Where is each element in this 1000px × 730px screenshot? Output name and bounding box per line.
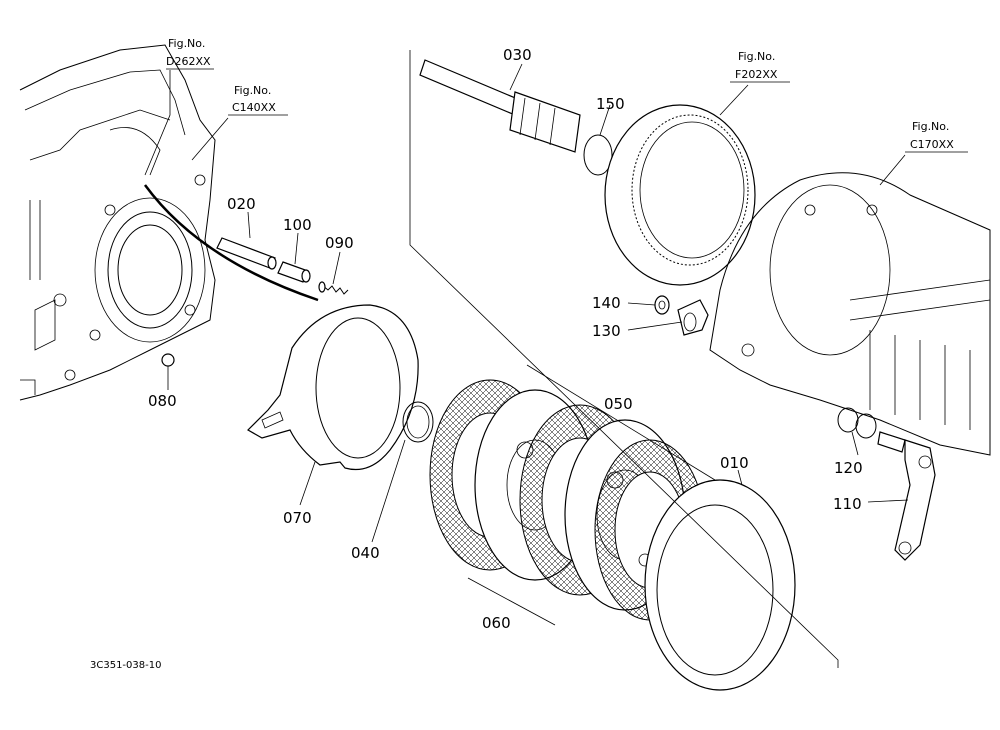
fig-ref-code: C170XX [910, 138, 954, 151]
part-label-110: 110 [833, 495, 862, 513]
part-label-090: 090 [325, 234, 354, 252]
front-housing [709, 172, 991, 456]
part-020 [216, 237, 277, 270]
part-label-010: 010 [720, 454, 749, 472]
bracket-050 [526, 364, 716, 481]
fig-ref-code: F202XX [735, 68, 778, 81]
part-120 [837, 407, 877, 439]
transmission-case [19, 44, 216, 401]
part-label-120: 120 [834, 459, 863, 477]
part-label-070: 070 [283, 509, 312, 527]
part-150 [583, 134, 613, 176]
part-label-030: 030 [503, 46, 532, 64]
oil-pipe [143, 184, 319, 302]
fig-ref-c140xx: Fig.No. C140XX [228, 84, 288, 116]
part-080 [161, 353, 175, 367]
part-030 [419, 59, 581, 153]
fig-ref-label: Fig.No. [234, 84, 271, 97]
part-140 [654, 295, 670, 315]
fig-ref-code: D262XX [166, 55, 211, 68]
part-label-020: 020 [227, 195, 256, 213]
part-label-060: 060 [482, 614, 511, 632]
part-110 [877, 431, 936, 561]
part-010 [644, 479, 796, 691]
fig-ref-f202xx: Fig.No. F202XX [730, 50, 790, 83]
part-label-100: 100 [283, 216, 312, 234]
part-label-130: 130 [592, 322, 621, 340]
part-label-040: 040 [351, 544, 380, 562]
fig-ref-code: C140XX [232, 101, 276, 114]
group-bracket [409, 50, 839, 668]
part-label-080: 080 [148, 392, 177, 410]
fig-ref-d262xx: Fig.No. D262XX [166, 37, 214, 70]
bracket-060 [467, 577, 556, 626]
part-100 [277, 261, 311, 283]
fig-ref-label: Fig.No. [912, 120, 949, 133]
part-040 [402, 401, 434, 443]
part-label-150: 150 [596, 95, 625, 113]
part-130 [677, 299, 709, 336]
drawing-code: 3C351-038-10 [90, 660, 161, 671]
fig-ref-label: Fig.No. [738, 50, 775, 63]
part-label-140: 140 [592, 294, 621, 312]
part-070 [247, 304, 419, 471]
part-label-050: 050 [604, 395, 633, 413]
part-090 [318, 281, 349, 295]
fig-ref-c170xx: Fig.No. C170XX [905, 120, 968, 153]
fig-ref-label: Fig.No. [168, 37, 205, 50]
ring-gear [604, 104, 756, 286]
leader-lines [144, 63, 909, 543]
